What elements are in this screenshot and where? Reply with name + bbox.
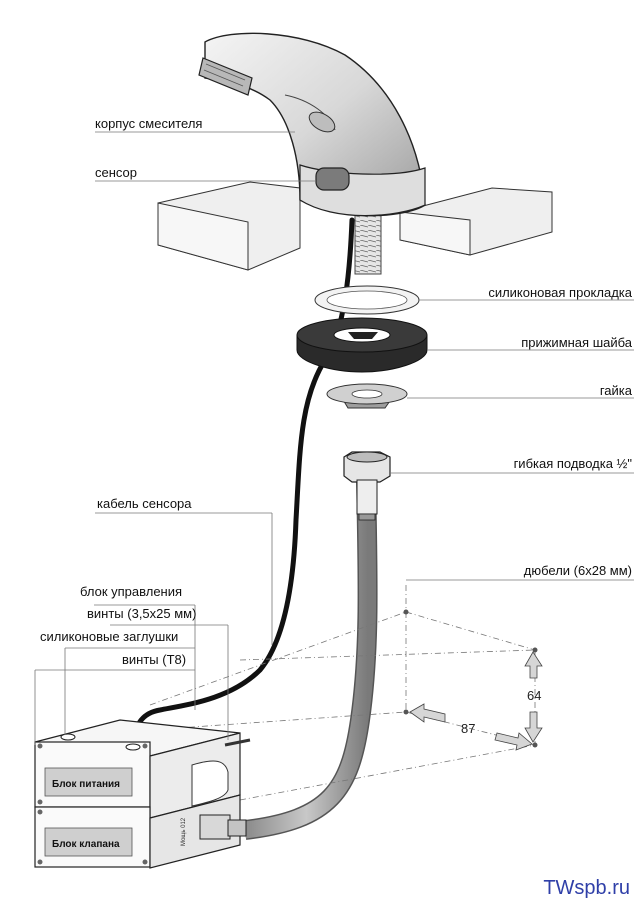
sensor-window <box>315 167 350 191</box>
label-control-block: блок управления <box>80 584 182 599</box>
label-dowels: дюбели (6х28 мм) <box>524 563 632 578</box>
silicone-gasket <box>314 285 420 315</box>
label-screws-35: винты (3,5х25 мм) <box>87 606 196 621</box>
flexible-hose <box>243 451 391 840</box>
label-silicone-plugs: силиконовые заглушки <box>40 629 178 644</box>
brand-watermark: TWspb.ru <box>543 877 630 899</box>
dimension-arrows: 64 87 <box>409 651 543 751</box>
dowel-point-2 <box>403 709 409 715</box>
control-block: Блок питания Блок клапана Мощь 012 <box>34 719 251 869</box>
label-faucet-body: корпус смесителя <box>95 116 202 131</box>
countertop <box>157 181 553 271</box>
dowel-point-1 <box>403 609 409 615</box>
label-flexible-hose: гибкая подводка ½" <box>514 456 633 471</box>
pressure-washer <box>296 317 428 373</box>
power-box-label: Блок питания <box>52 779 120 790</box>
dimension-vertical: 64 <box>527 688 541 703</box>
label-silicone-gasket: силиконовая прокладка <box>488 285 632 300</box>
silicone-plug-1 <box>60 733 76 741</box>
valve-side-label: Мощь 012 <box>181 817 187 846</box>
labels: корпус смесителя сенсор силиконовая прок… <box>40 116 633 667</box>
label-sensor: сенсор <box>95 165 137 180</box>
label-nut: гайка <box>600 383 633 398</box>
label-sensor-cable: кабель сенсора <box>97 496 192 511</box>
dowel-point-4 <box>532 742 538 748</box>
faucet-body <box>198 32 426 217</box>
dowel-point-3 <box>532 647 538 653</box>
leader-lines <box>34 131 634 745</box>
dimension-horizontal: 87 <box>461 721 475 736</box>
valve-box-label: Блок клапана <box>52 839 120 850</box>
label-pressure-washer: прижимная шайба <box>521 335 633 350</box>
threaded-stud <box>354 211 382 275</box>
label-screws-t8: винты (Т8) <box>122 652 186 667</box>
nut <box>326 383 408 409</box>
silicone-plug-2 <box>125 743 141 751</box>
